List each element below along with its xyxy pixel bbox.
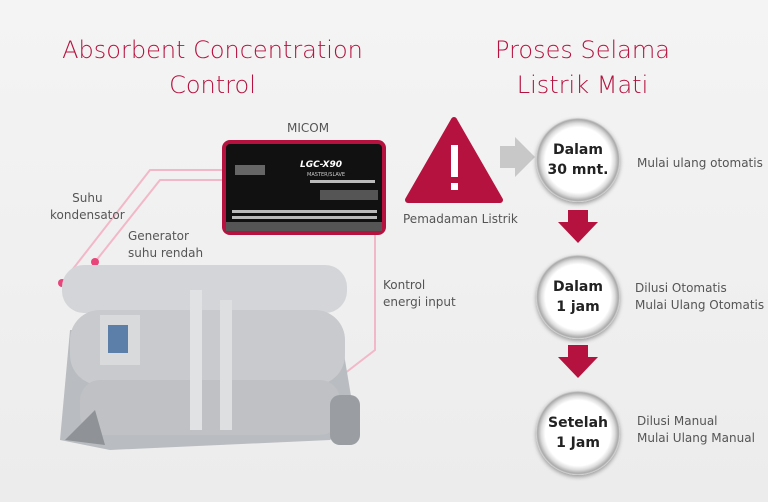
- sensor-dot-generator: [91, 258, 99, 266]
- micom-panel: [226, 144, 382, 226]
- arrow-down-icon: [558, 210, 598, 243]
- arrow-down-icon: [558, 345, 598, 378]
- panel-sub: MASTER/SLAVE: [307, 172, 346, 178]
- arrow-right-icon: [500, 137, 535, 177]
- step-1-desc: Mulai ulang otomatis: [637, 156, 763, 170]
- connector-lines: [61, 169, 376, 378]
- label-pemadaman: Pemadaman Listrik: [403, 212, 518, 226]
- chiller-machine: [60, 265, 360, 450]
- panel-brand: LGC-X90: [300, 160, 343, 170]
- micom-label: MICOM: [287, 121, 330, 135]
